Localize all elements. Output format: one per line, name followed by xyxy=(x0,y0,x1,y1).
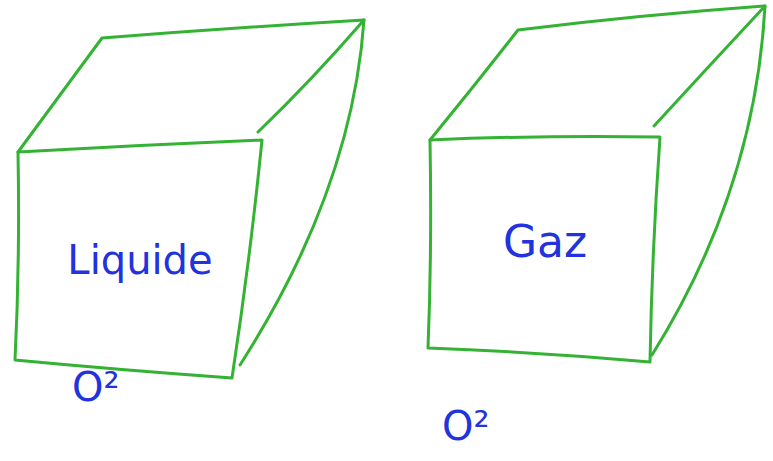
cube-outline xyxy=(15,140,262,378)
phase-label: Liquide xyxy=(67,238,212,282)
cube-outline xyxy=(652,6,765,355)
formula-label: O² xyxy=(72,365,120,409)
cube-front: LiquideO² xyxy=(22,155,258,365)
cube-outline xyxy=(240,20,364,365)
phase-label: Gaz xyxy=(503,218,587,266)
cube-outline xyxy=(18,20,364,152)
cube-outline xyxy=(430,6,765,140)
formula-label: O² xyxy=(442,404,490,448)
cube-front: GazO² xyxy=(434,142,656,342)
cube-outline xyxy=(428,136,660,362)
